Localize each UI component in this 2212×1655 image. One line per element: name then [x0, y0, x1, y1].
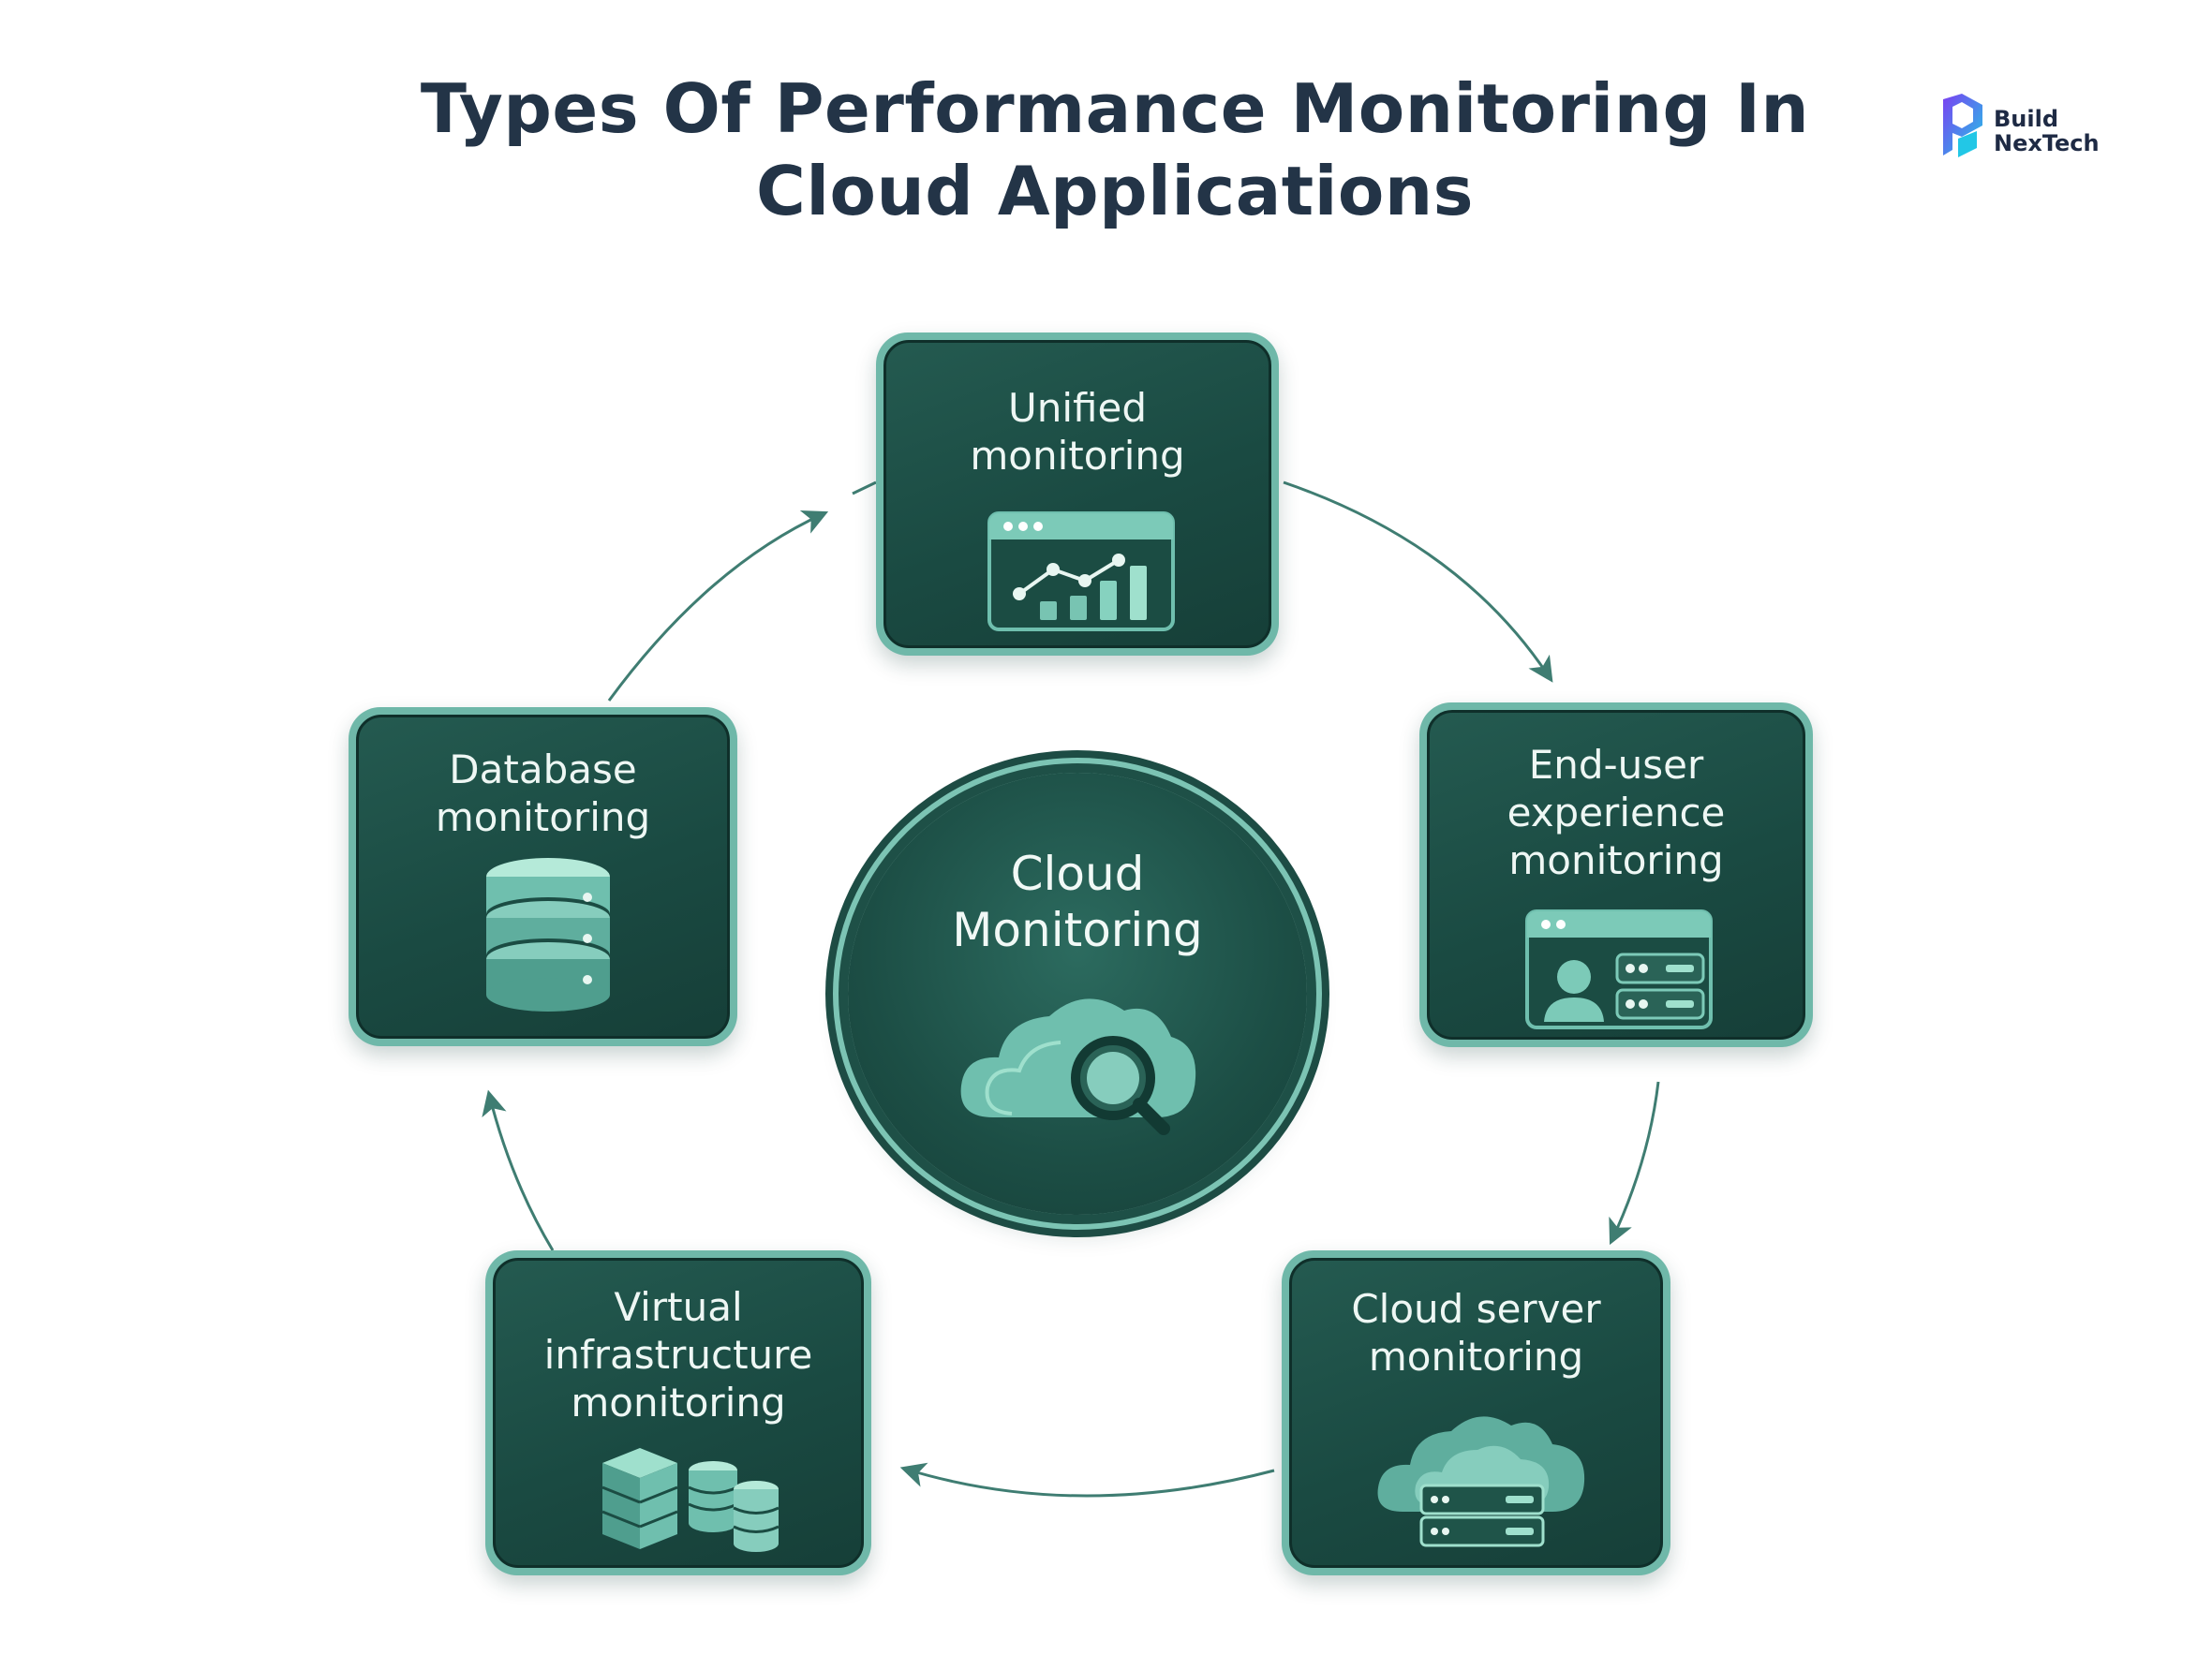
- title-line-1: Types Of Performance Monitoring In: [420, 69, 1810, 148]
- card-label-line: experience: [1507, 790, 1726, 835]
- arrow-enduser-to-cloudserver: [1609, 1081, 1660, 1246]
- arrow-unified-to-enduser: [1283, 480, 1553, 683]
- card-label-line: Cloud server: [1351, 1286, 1601, 1332]
- card-database-monitoring: Database monitoring: [349, 707, 737, 1046]
- logo-text-line-1: Build: [1994, 106, 2059, 132]
- card-label-line: monitoring: [970, 433, 1185, 479]
- arrow-virtual-to-database: [482, 1089, 555, 1251]
- center-label-line-1: Cloud: [1010, 847, 1145, 901]
- arrow-cloudserver-to-virtual: [899, 1462, 1275, 1498]
- cloud-search-icon: [960, 998, 1196, 1135]
- card-label-line: Database: [449, 746, 637, 792]
- card-unified-monitoring: Unified monitoring: [876, 332, 1279, 656]
- server-stack-icon: [601, 1448, 779, 1552]
- cloud-server-icon: [1377, 1416, 1585, 1547]
- logo-mark-icon: [1943, 94, 1982, 157]
- card-label-line: monitoring: [571, 1380, 786, 1426]
- card-cloud-server-monitoring: Cloud server monitoring: [1282, 1250, 1670, 1575]
- card-label-line: End-user: [1528, 742, 1704, 788]
- dashboard-chart-icon: [987, 511, 1175, 631]
- card-label-line: Unified: [1008, 385, 1147, 431]
- logo-text-line-2: NexTech: [1994, 130, 2100, 156]
- cylinder-group: [688, 1461, 779, 1552]
- database-icon: [486, 858, 610, 1012]
- user-window-icon: [1525, 909, 1713, 1029]
- page-title: Types Of Performance Monitoring In Cloud…: [356, 67, 1874, 232]
- card-label-line: monitoring: [1368, 1334, 1584, 1380]
- brand-logo: Build NexTech: [1937, 94, 2125, 169]
- arrow-tail-unified: [852, 480, 877, 495]
- title-line-2: Cloud Applications: [756, 152, 1474, 230]
- card-label-line: monitoring: [1508, 837, 1724, 883]
- arrow-database-to-unified: [607, 510, 829, 702]
- card-label-line: Virtual: [614, 1284, 743, 1330]
- center-cloud-monitoring: Cloud Monitoring: [848, 773, 1307, 1215]
- card-label-line: monitoring: [435, 794, 651, 840]
- center-label-line-2: Monitoring: [952, 903, 1203, 957]
- card-end-user-experience-monitoring: End-user experience monitoring: [1419, 702, 1813, 1047]
- card-label-line: infrastructure: [543, 1332, 813, 1378]
- card-virtual-infrastructure-monitoring: Virtual infrastructure monitoring: [485, 1250, 871, 1575]
